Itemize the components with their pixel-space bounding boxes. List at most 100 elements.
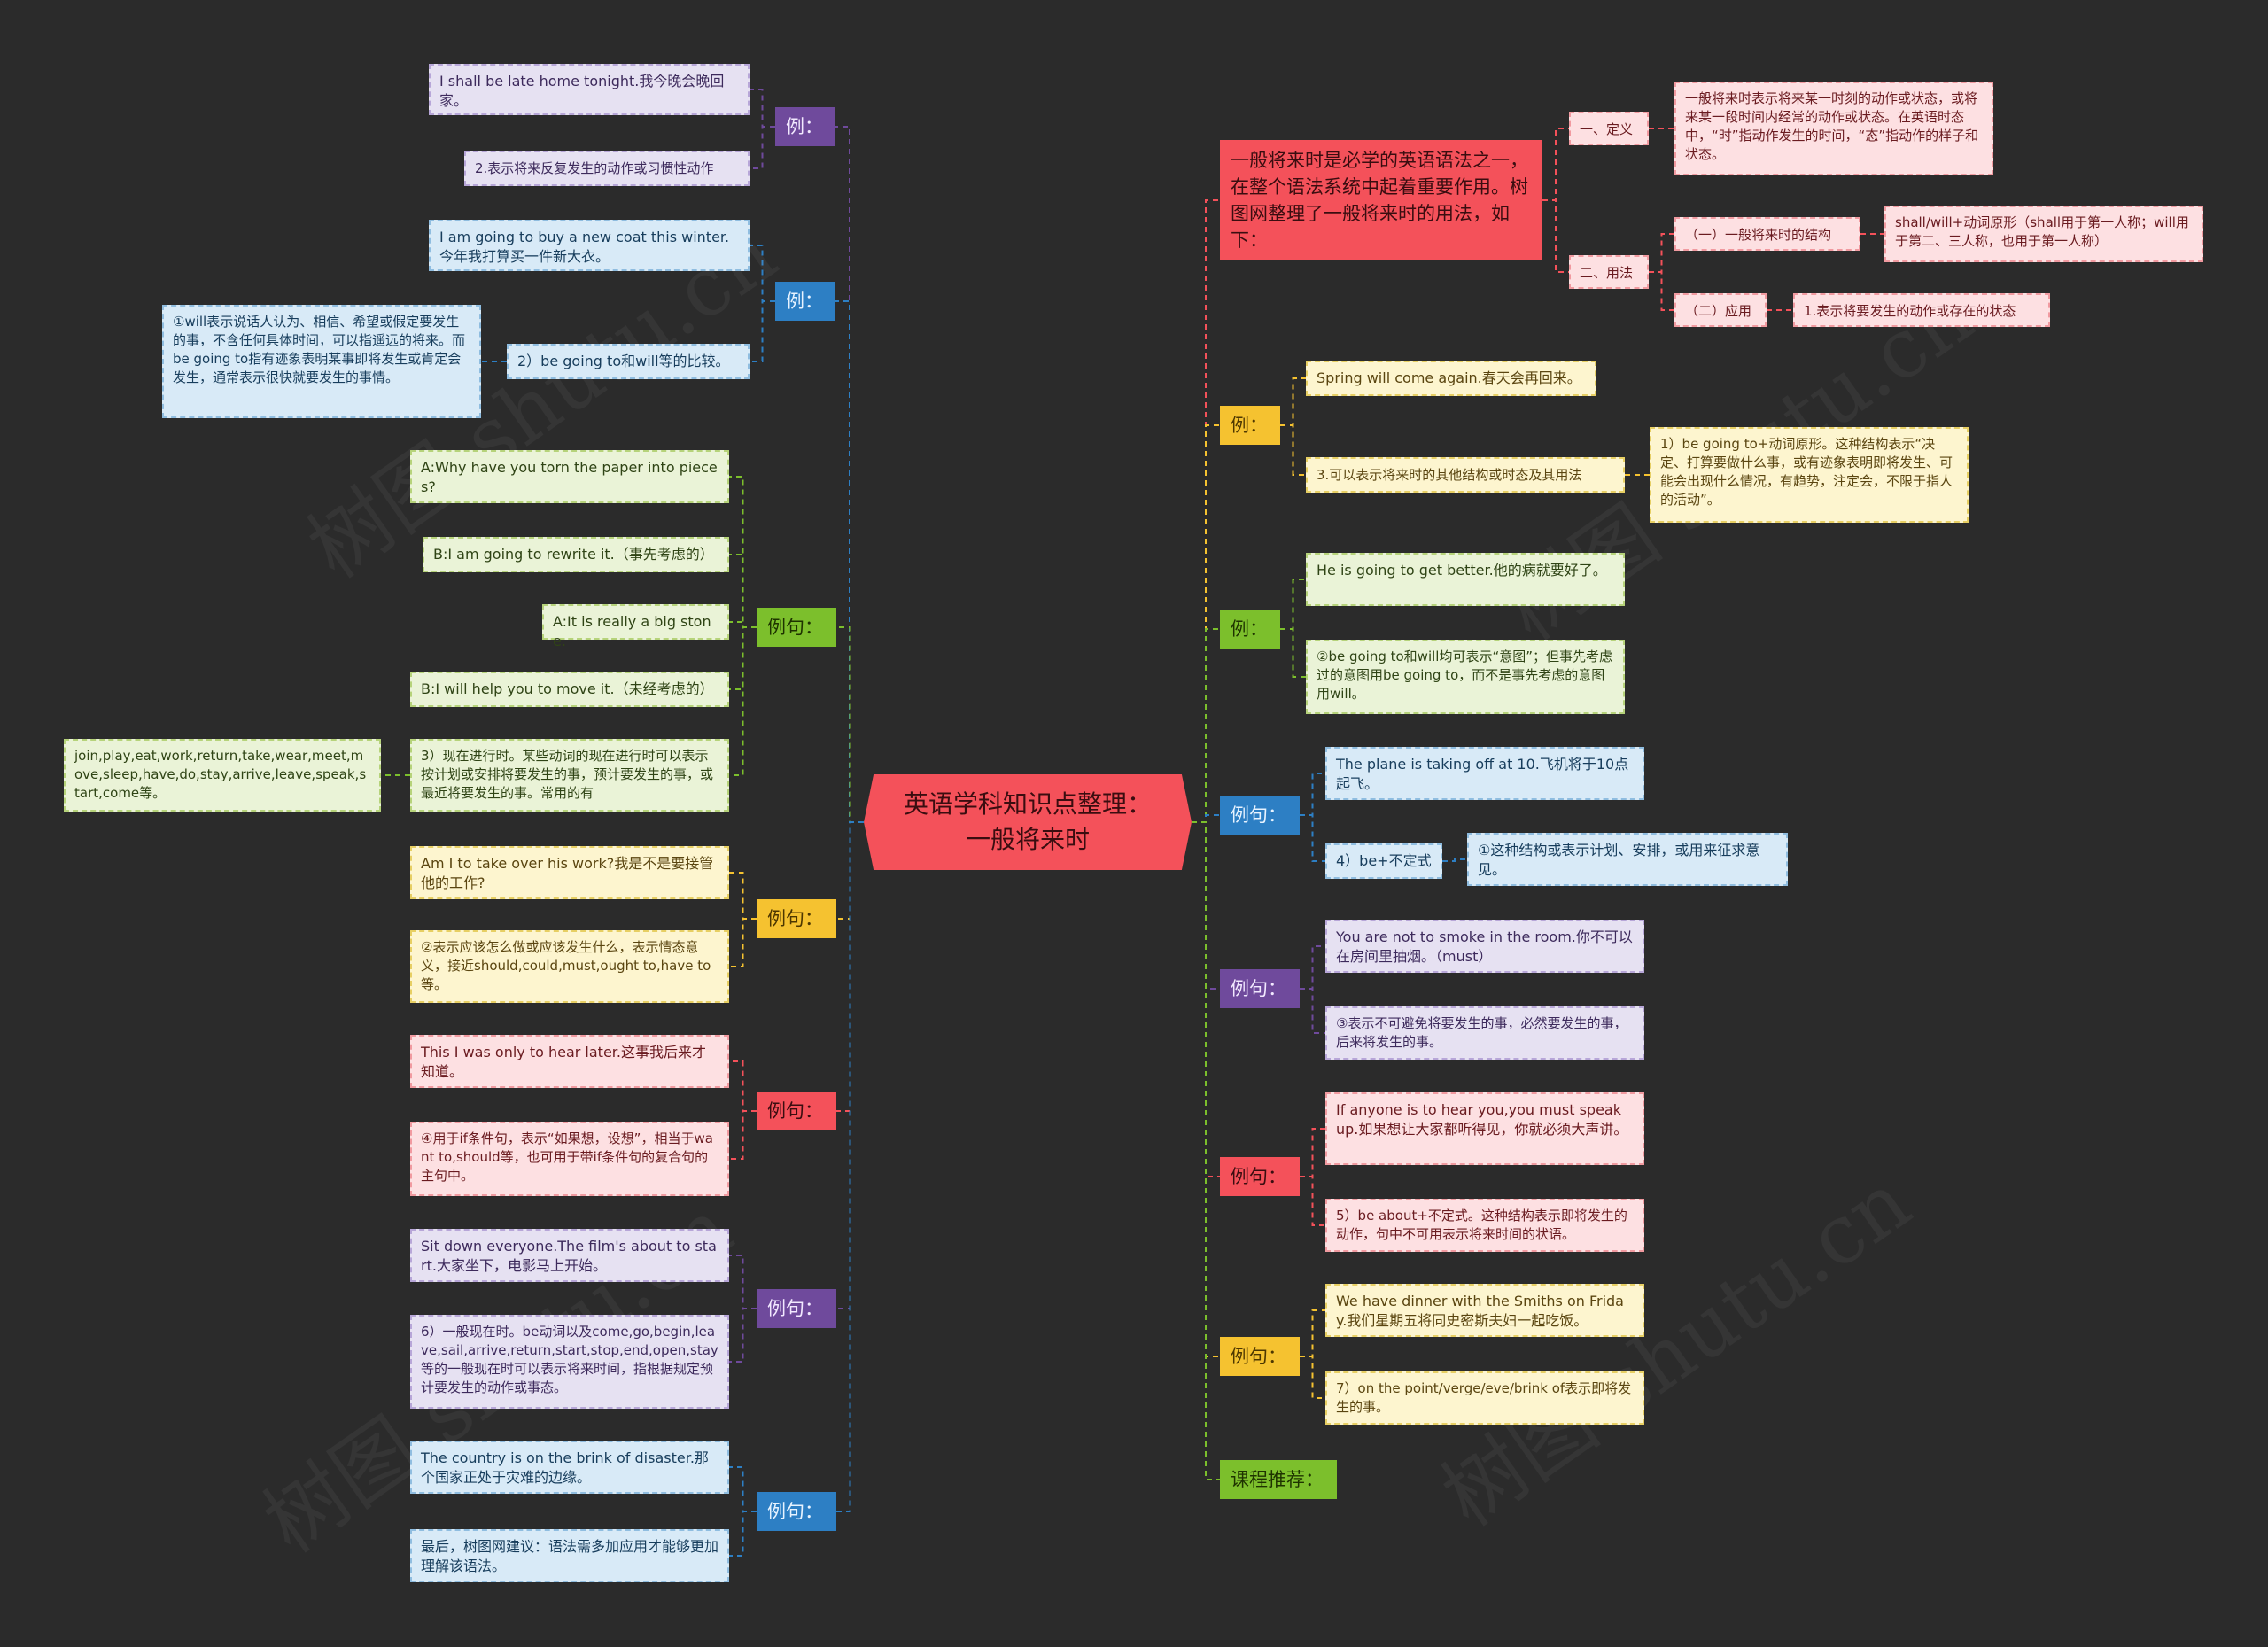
left-0-child-0[interactable]: I shall be late home tonight.我今晚会晚回家。 [429,64,750,115]
connector [1442,858,1467,862]
left-2-child-3[interactable]: B:I will help you to move it.（未经考虑的） [410,672,729,707]
definition-label[interactable]: 一、定义 [1569,112,1649,145]
right-hub-4[interactable]: 例句： [1220,1157,1300,1196]
right-3-child-0[interactable]: You are not to smoke in the room.你不可以在房间… [1325,920,1644,973]
left-hub-2[interactable]: 例句： [757,608,836,647]
connector [1300,988,1325,1034]
connector [1192,814,1220,823]
right-hub-3[interactable]: 例句： [1220,969,1300,1008]
connector [729,1110,757,1160]
left-hub-1[interactable]: 例： [775,282,835,321]
usage-label[interactable]: 二、用法 [1569,255,1649,289]
connector [729,626,757,690]
connector [836,821,864,1512]
left-1-child-1[interactable]: 2）be going to和will等的比较。 [507,344,750,379]
connector [1300,1176,1325,1226]
left-4-child-1[interactable]: ④用于if条件句，表示“如果想，设想”，相当于want to,should等，也… [410,1122,729,1196]
right-0-grandchild[interactable]: 1）be going to+动词原形。这种结构表示“决定、打算要做什么事，或有迹… [1650,427,1969,523]
connector [729,872,757,920]
connector [729,1466,757,1512]
connector [1192,821,1220,1357]
connector [729,554,757,628]
right-2-child-1[interactable]: 4）be+不定式 [1325,843,1442,879]
structure-text[interactable]: shall/will+动词原形（shall用于第一人称；will用于第二、三人称… [1884,206,2203,262]
right-1-child-1[interactable]: ②be going to和will均可表示“意图”；但事先考虑过的意图用be g… [1306,640,1625,714]
connector [836,626,864,823]
right-hub-0[interactable]: 例： [1220,406,1280,445]
right-hub-2[interactable]: 例句： [1220,796,1300,835]
left-3-child-1[interactable]: ②表示应该怎么做或应该发生什么，表示情态意义，接近should,could,mu… [410,930,729,1003]
left-hub-6[interactable]: 例句： [757,1492,836,1531]
right-4-child-0[interactable]: If anyone is to hear you,you must speak … [1325,1092,1644,1165]
left-2-child-0[interactable]: A:Why have you torn the paper into piece… [410,450,729,503]
right-4-child-1[interactable]: 5）be about+不定式。这种结构表示即将发生的动作，句中不可用表示将来时间… [1325,1199,1644,1252]
connector [836,821,864,1309]
connector [1192,628,1220,823]
connector [729,626,757,776]
left-1-grandchild[interactable]: ①will表示说话人认为、相信、希望或假定要发生的事，不含任何具体时间，可以指遥… [162,305,481,418]
definition-text[interactable]: 一般将来时表示将来某一时刻的动作或状态，或将来某一段时间内经常的动作或状态。在英… [1674,82,1993,175]
left-hub-5[interactable]: 例句： [757,1289,836,1328]
connector [835,300,864,823]
right-0-child-1[interactable]: 3.可以表示将来时的其他结构或时态及其用法 [1306,457,1625,493]
left-6-child-1[interactable]: 最后，树图网建议：语法需多加应用才能够更加理解该语法。 [410,1529,729,1582]
connector [1192,821,1220,990]
application-text[interactable]: 1.表示将要发生的动作或存在的状态 [1793,293,2050,327]
connector [1192,424,1220,823]
left-0-child-1[interactable]: 2.表示将来反复发生的动作或习惯性动作 [464,151,750,186]
left-hub-3[interactable]: 例句： [757,899,836,938]
connector [1192,821,1220,1480]
connector [1280,579,1306,630]
right-1-child-0[interactable]: He is going to get better.他的病就要好了。 [1306,553,1625,606]
connector [1300,814,1325,862]
right-hub-5[interactable]: 例句： [1220,1337,1300,1376]
connector [729,918,757,967]
right-5-child-0[interactable]: We have dinner with the Smiths on Friday… [1325,1284,1644,1337]
left-2-child-2[interactable]: A:It is really a big stone. [542,604,729,649]
left-5-child-1[interactable]: 6）一般现在时。be动词以及come,go,begin,leave,sail,a… [410,1315,729,1409]
right-3-child-1[interactable]: ③表示不可避免将要发生的事，必然要发生的事，后来将发生的事。 [1325,1006,1644,1060]
connector [1542,128,1569,201]
left-2-grandchild[interactable]: join,play,eat,work,return,take,wear,meet… [64,739,381,812]
right-hub-1[interactable]: 例： [1220,610,1280,649]
connector [1192,821,1220,1177]
left-1-child-0[interactable]: I am going to buy a new coat this winter… [429,220,750,271]
connector [729,621,757,628]
connector [729,1060,757,1112]
connector [1300,1356,1325,1399]
application-label[interactable]: （二）应用 [1674,293,1767,327]
right-0-child-0[interactable]: Spring will come again.春天会再回来。 [1306,361,1596,396]
connector [1649,233,1674,273]
connector [1300,945,1325,990]
central-topic[interactable]: 英语学科知识点整理：一般将来时 [864,774,1192,870]
connector [1300,1309,1325,1357]
left-2-child-4[interactable]: 3）现在进行时。某些动词的现在进行时可以表示按计划或安排将要发生的事，预计要发生… [410,739,729,812]
connector [750,89,775,128]
connector [729,1511,757,1557]
right-5-child-1[interactable]: 7）on the point/verge/eve/brink of表示即将发生的… [1325,1371,1644,1425]
left-3-child-0[interactable]: Am I to take over his work?我是不是要接管他的工作? [410,846,729,899]
structure-label[interactable]: （一）一般将来时的结构 [1674,217,1860,251]
right-2-grandchild[interactable]: ①这种结构或表示计划、安排，或用来征求意见。 [1467,833,1788,886]
left-4-child-0[interactable]: This I was only to hear later.这事我后来才知道。 [410,1035,729,1088]
connector [1542,199,1569,273]
connector [1300,1128,1325,1177]
connector [1300,773,1325,816]
left-hub-0[interactable]: 例： [775,107,835,146]
connector [836,821,864,1112]
right-2-child-0[interactable]: The plane is taking off at 10.飞机将于10点起飞。 [1325,747,1644,800]
connector [1280,377,1306,426]
left-5-child-0[interactable]: Sit down everyone.The film's about to st… [410,1229,729,1282]
connector [1280,628,1306,678]
connector [835,126,864,823]
left-6-child-0[interactable]: The country is on the brink of disaster.… [410,1441,729,1494]
connector [1280,424,1306,476]
connector [1192,199,1220,823]
left-2-child-1[interactable]: B:I am going to rewrite it.（事先考虑的） [423,537,729,572]
intro-topic[interactable]: 一般将来时是必学的英语语法之一，在整个语法系统中起着重要作用。树图网整理了一般将… [1220,140,1542,260]
left-hub-4[interactable]: 例句： [757,1092,836,1130]
course-recommend[interactable]: 课程推荐： [1220,1460,1337,1499]
connector [729,476,757,628]
connector [729,1308,757,1363]
